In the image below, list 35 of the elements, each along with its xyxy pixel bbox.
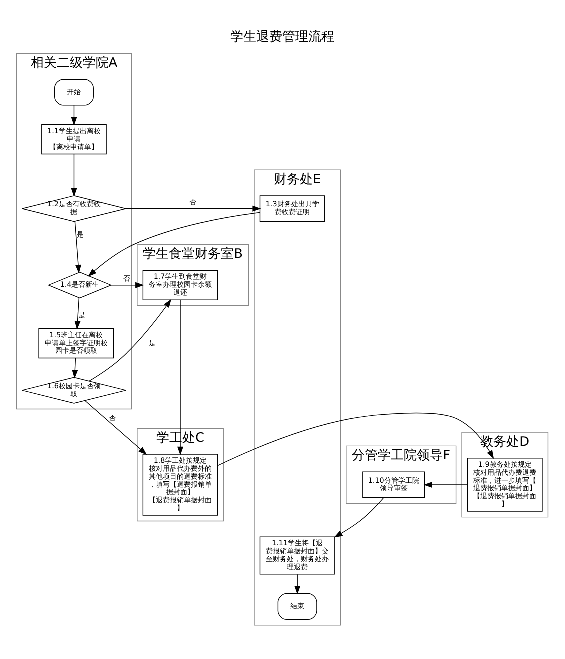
node-box: 开始 — [54, 79, 94, 106]
edge-label: 否 — [124, 274, 131, 284]
edge-label: 是 — [77, 230, 84, 239]
arrow — [84, 400, 148, 456]
edge-label: 是 — [149, 338, 156, 348]
node-box: 1.1学生提出离校申请 【离校申请单】 — [42, 124, 107, 155]
diagram-title: 学生退费管理流程 — [230, 30, 334, 46]
node-box: 结束 — [278, 593, 318, 620]
arrow — [424, 482, 468, 488]
arrow — [88, 212, 260, 277]
arrow — [334, 498, 384, 538]
node-box: 1.10分管学工院领导审签 — [362, 472, 426, 498]
arrow — [71, 154, 78, 197]
edge-label: 否 — [190, 198, 197, 207]
node-diamond: 1.2是否有收费收据 — [22, 196, 126, 222]
node-box: 1.5班主任在离校申请单上签字证明校园卡是否领取 — [38, 328, 114, 359]
node-box: 1.8学工处按规定核对用品代办费外的其他项目的退费标准，填写【退费报销单据封面】 【退费报销单据封面】 — [142, 454, 218, 516]
node-diamond: 1.6校园卡是否领取 — [22, 377, 126, 404]
arrow — [74, 298, 81, 330]
node-box: 1.9教务处按规定核对用品代办费退费标准，进一步填写【退费报销单据封面】 【退费报销单据封面】 — [467, 458, 543, 512]
arrow — [74, 221, 82, 274]
node-diamond: 1.4是否新生 — [48, 272, 112, 299]
arrow — [294, 574, 301, 595]
node-box: 1.3财务处出具学费收费证明 — [260, 196, 326, 222]
arrow — [89, 299, 172, 382]
edge-label: 是 — [78, 310, 86, 320]
node-box: 1.7学生到食堂财务室办理校园卡余额退还 — [142, 270, 218, 300]
node-box: 1.11学生将【退费报销单据封面】交至财务处，财务处办理退费 — [260, 536, 336, 575]
arrow — [72, 358, 78, 379]
edge-label: 否 — [108, 414, 116, 423]
arrow — [110, 282, 144, 288]
arrow — [218, 412, 494, 466]
arrow — [71, 105, 78, 126]
arrow — [178, 300, 184, 456]
arrow — [126, 206, 262, 212]
